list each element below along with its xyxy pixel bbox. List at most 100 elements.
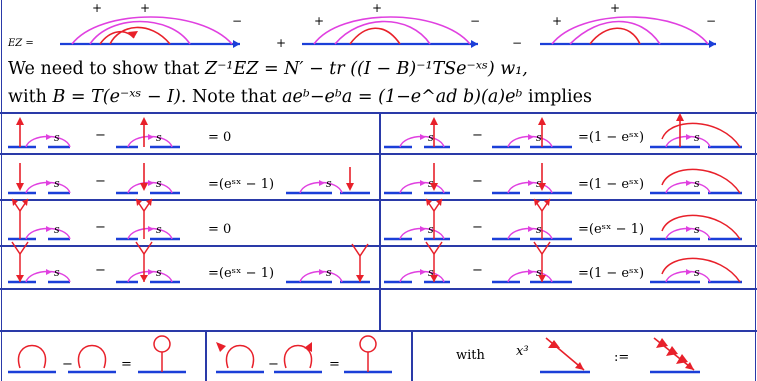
row4-left-rhs-red-head [356,275,364,282]
row3-left-a-red-head-b [22,199,28,206]
row2-left-rhs-red-head [346,183,354,191]
row4-right-a-red-head [430,275,438,282]
top-sign-3b: + [610,1,621,15]
row4-left-b-red-head [140,275,148,282]
row1-left-b-s: s [156,131,162,144]
row4-left-rhs-s: s [326,266,332,279]
bottom-col-divider-1 [205,330,207,381]
paragraph-line-2-math-2: aeᵇ−eᵇa = (1−e^ad b)(a)eᵇ [282,87,523,107]
row3-left-a-arc-arrow [46,226,52,232]
row4-right-a-arc-arrow [420,269,426,275]
paragraph-line-1: We need to show that Z⁻¹EZ = N′ − tr ((I… [8,58,528,80]
row1-right-minus: − [472,128,483,143]
row3-right-b-s: s [536,223,542,236]
row2-right-a-arc-arrow [420,180,426,186]
top-sign-2a: + [314,14,325,28]
row2-left-rhs: =(eˢˣ − 1) [208,177,275,192]
row3-left-b-red-head-b [146,199,152,206]
bottom-with-label: with [456,348,485,363]
grid-row-divider-3 [0,245,757,247]
row4-right-minus: − [472,263,483,278]
top-equation-diagrams [60,16,716,48]
bottom-lollipop-1-head [153,335,171,353]
row3-right-b-red-head-a [534,199,540,206]
row1-left-a-s: s [54,131,60,144]
paragraph-line-2-text-a: with [8,87,53,107]
bottom-minus-2: − [268,357,279,372]
bottom-def-tail-2 [666,346,678,356]
row3-right-a-arc-arrow [420,226,426,232]
grid-top-border [0,112,757,114]
top-sign-3a: + [552,14,563,28]
row3-left-b-red-head-a [136,199,142,206]
row3-right-rhs-arc-arrow [686,226,692,232]
bottom-loop-1-loop [17,344,47,369]
bottom-minus-1: − [62,357,73,372]
row2-left-b-red-head [140,183,148,191]
row1-left-a-red-head [16,117,24,125]
row2-right-rhs-s: s [694,177,700,190]
row4-right-rhs-s: s [694,266,700,279]
row1-right-rhs-arc-arrow [686,134,692,140]
row3-left-a-red-head-a [12,199,18,206]
row4-right-a-red-b [433,241,443,255]
row4-right-rhs-arc-arrow [686,269,692,275]
row4-left-rhs-red-b [359,243,369,257]
paragraph-line-1-math: Z⁻¹EZ = N′ − tr ((I − B)⁻¹TSe⁻ˣˢ) w₁, [205,59,528,79]
row4-right-b-red-a [533,241,543,255]
row4-right-b-red-b [541,241,551,255]
row2-left-a-red-head [16,183,24,191]
bottom-loop-4-arrow [304,342,312,352]
row4-left-a-red-head [16,275,24,282]
top-equation-lhs: EZ = [8,38,34,49]
row3-right-a-red-head-a [426,199,432,206]
row2-right-b-arc-arrow [528,180,534,186]
row2-left-minus: − [95,174,106,189]
bottom-x3-tail [548,340,560,348]
row1-right-rhs-redarc [661,122,741,148]
bottom-loop-3-loop [225,344,255,369]
top-op-plus: + [276,36,287,50]
row3-left-b-s: s [156,223,162,236]
row4-left-rhs-red-a [351,243,361,257]
bottom-defeq: := [614,350,630,365]
row3-left-b-arc-arrow [148,226,154,232]
row3-right-b-arc-arrow [528,226,534,232]
row4-left-b-red-b [143,241,153,255]
row4-left-a-red-a [11,241,21,255]
row1-right-b-arc-arrow [528,134,534,140]
bottom-lollipop-2-head [359,335,377,353]
row1-right-a-s: s [428,131,434,144]
bottom-x3-head [575,362,584,370]
row2-left-rhs-arc-arrow [319,180,325,186]
row4-right-rhs-redarc [661,257,741,283]
grid-row-divider-4 [0,288,757,290]
row4-left-b-red-a [135,241,145,255]
top-sign-3c: − [706,14,717,28]
row1-left-a-arc-arrow [46,134,52,140]
bottom-loop-4-loop [283,344,313,369]
row2-right-minus: − [472,174,483,189]
row1-left-minus: − [95,128,106,143]
bottom-def-tail-1 [656,338,668,348]
row1-left-b-arc-arrow [148,134,154,140]
bottom-loop-2-loop [77,344,107,369]
paragraph-line-2-text-c: implies [522,87,592,107]
row4-right-b-arc-arrow [528,269,534,275]
row1-right-b-red-head [538,117,546,125]
bottom-eq-1: = [121,357,132,372]
row4-left-a-red-b [19,241,29,255]
row4-right-a-s: s [428,266,434,279]
top-op-minus: − [512,36,523,50]
row2-right-rhs-arc-arrow [686,180,692,186]
row4-right-rhs: =(1 − eˢˣ) [578,266,645,281]
row2-left-b-arc-arrow [148,180,154,186]
row4-left-b-arc-arrow [148,269,154,275]
grid-row-divider-1 [0,153,757,155]
row4-left-rhs-arc-arrow [319,269,325,275]
row2-right-rhs-redarc [661,168,741,194]
row4-right-a-red-a [425,241,435,255]
